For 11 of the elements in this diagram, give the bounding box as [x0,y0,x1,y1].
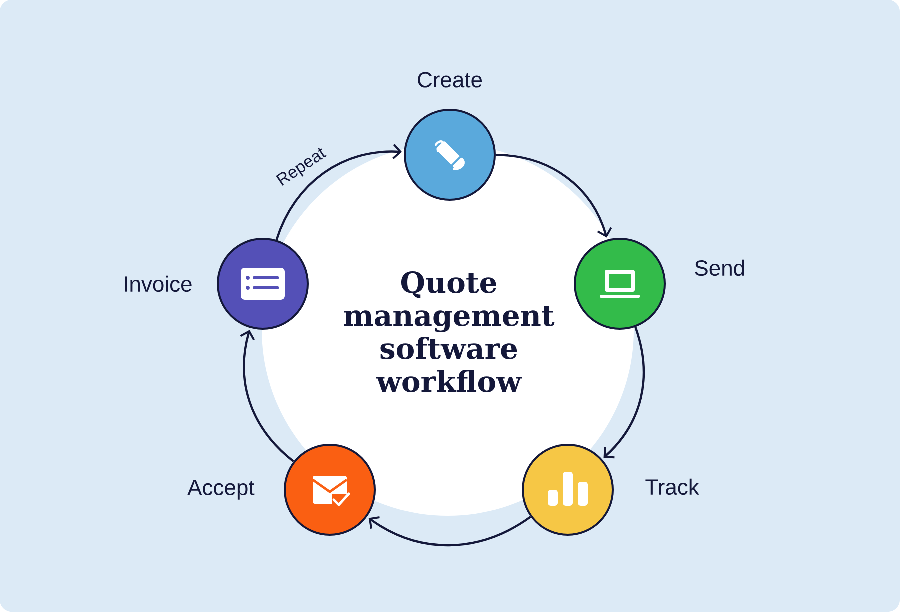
step-label: Send [695,260,744,276]
step-label: Track [646,478,700,496]
arrow [240,330,294,463]
arrow [368,516,532,547]
arrow [604,326,645,459]
step-label: Accept [188,480,255,500]
step-label: Create [418,72,482,88]
title-text: Quote management software workflow [344,272,555,392]
arrow [276,144,402,240]
step-label: Invoice [125,276,192,292]
arrow [496,154,612,238]
